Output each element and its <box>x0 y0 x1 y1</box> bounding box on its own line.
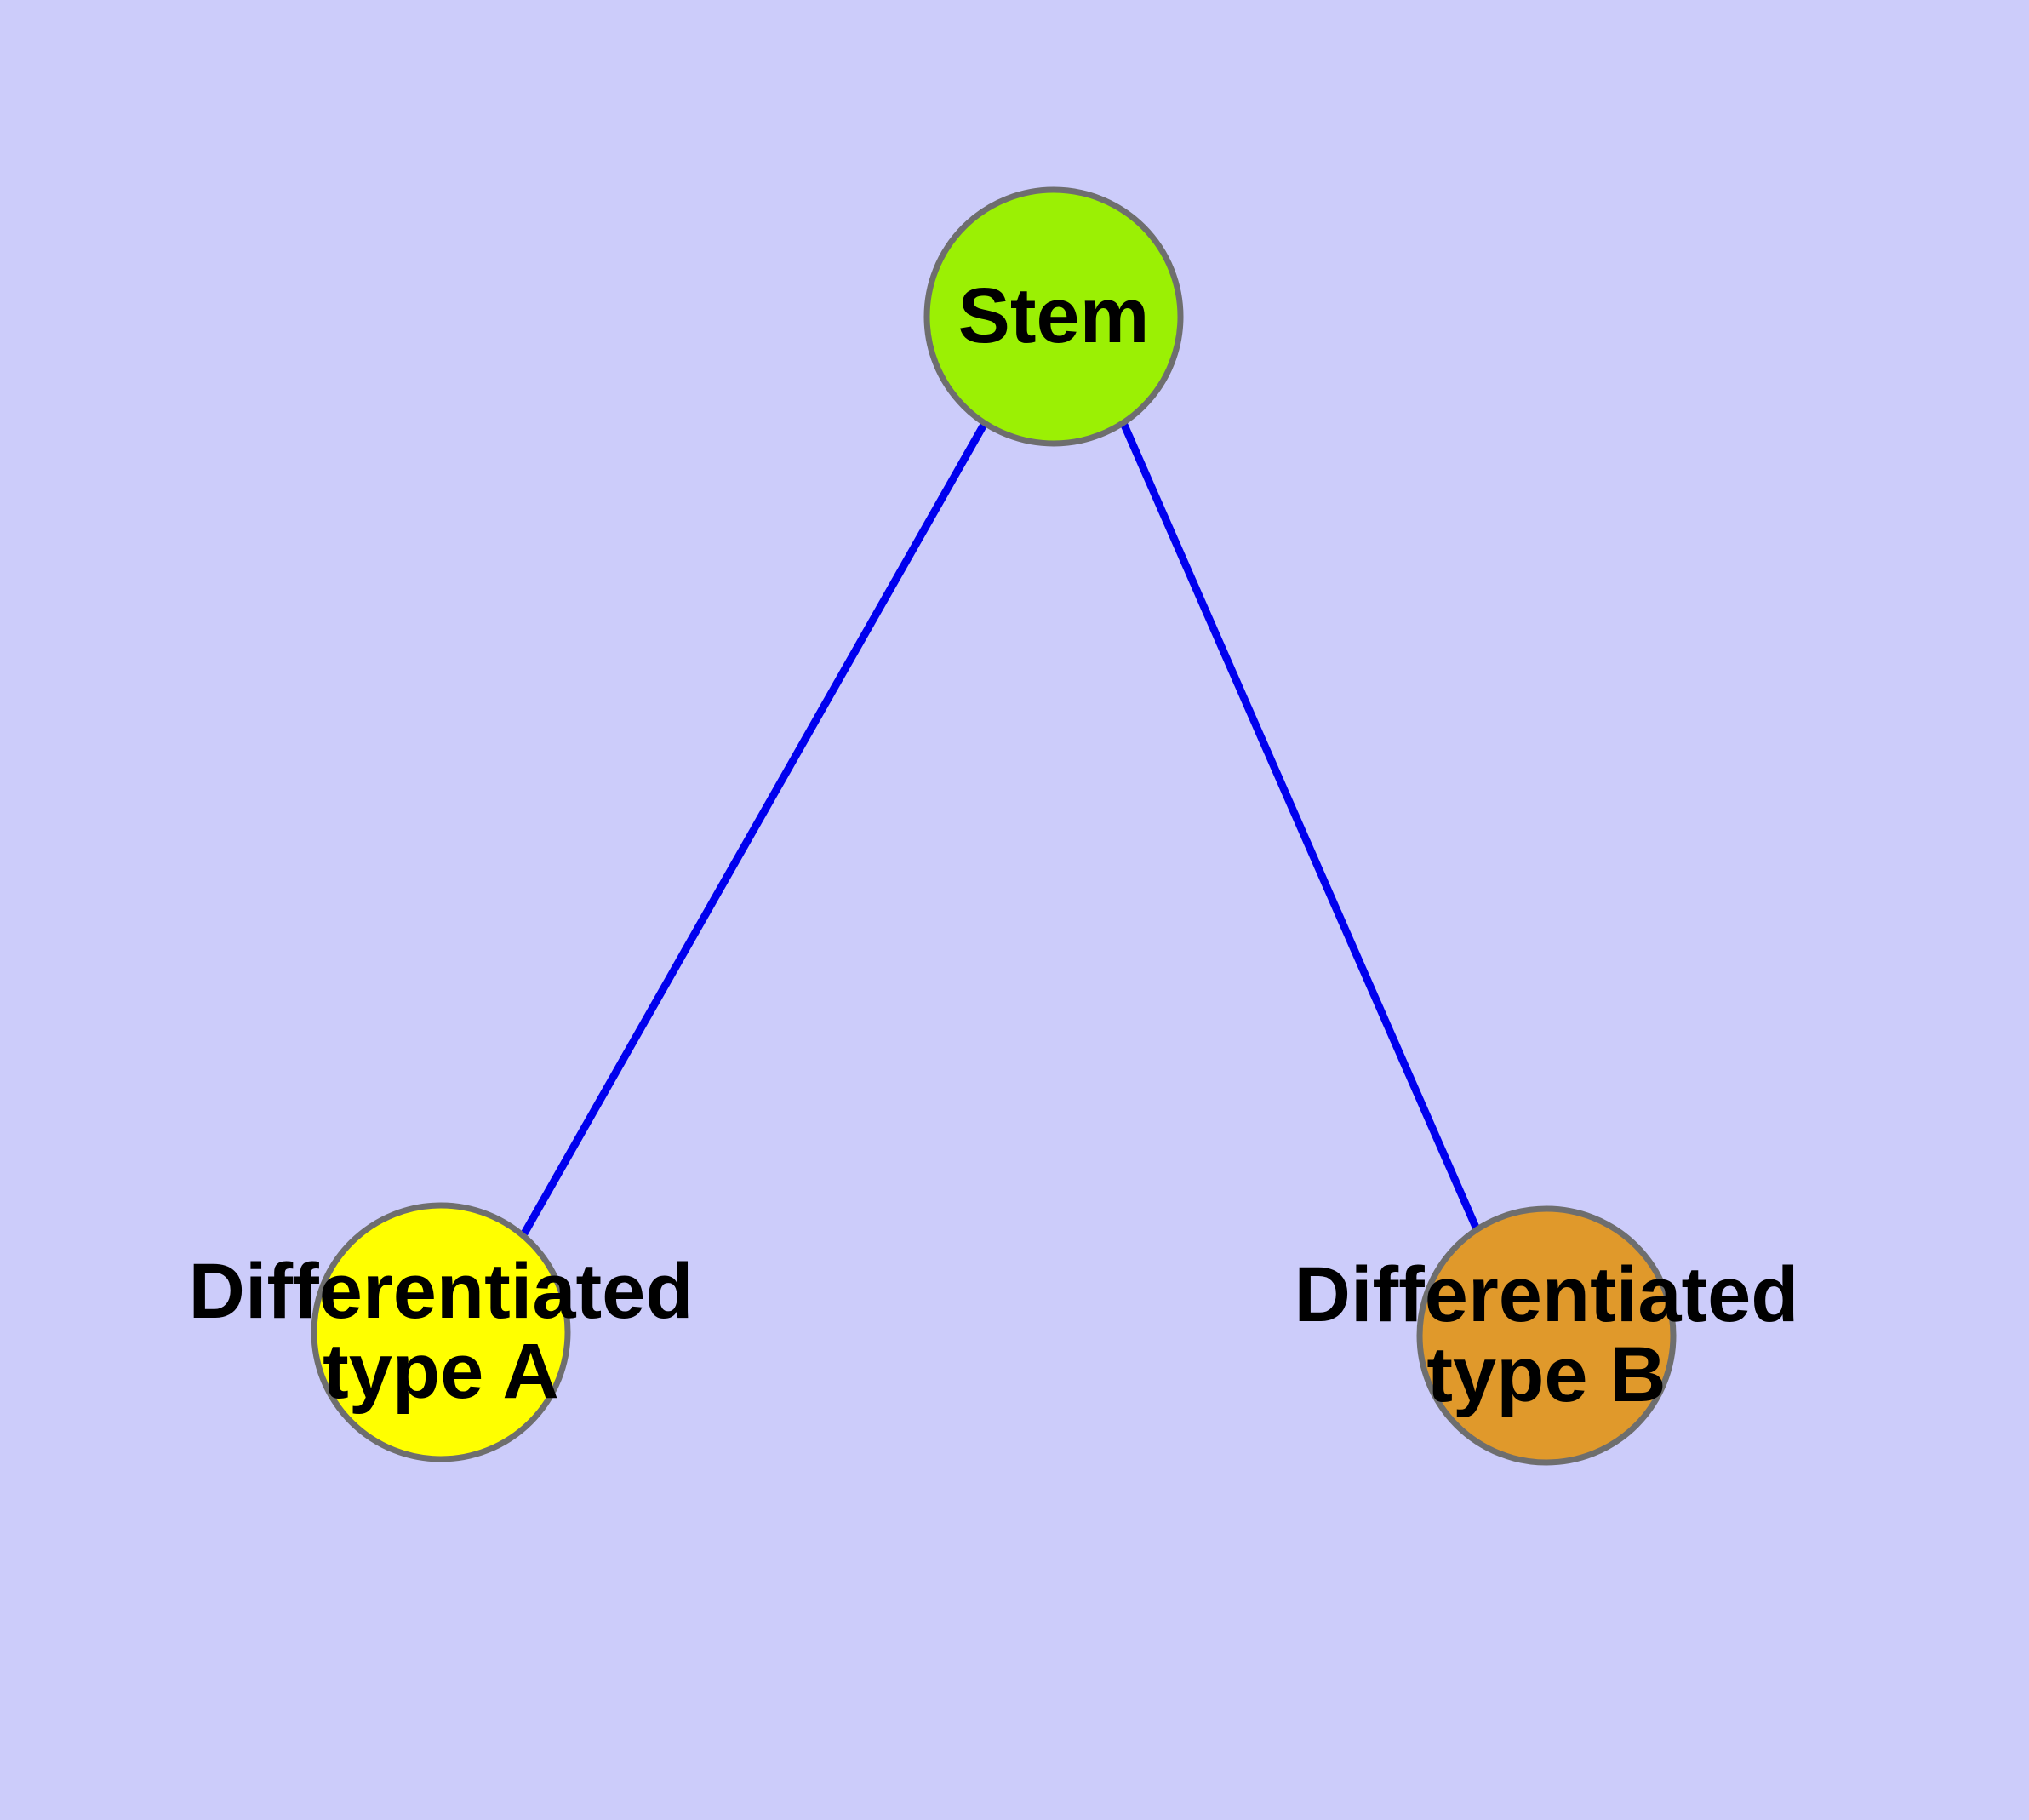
node-circle-diff_b[interactable] <box>1416 1205 1677 1466</box>
nodes-layer <box>311 186 1677 1466</box>
edge-stem-to-diff_a[interactable] <box>521 421 988 1236</box>
edge-stem-to-diff_b[interactable] <box>1119 421 1484 1239</box>
node-circle-diff_a[interactable] <box>311 1202 571 1462</box>
edges-layer <box>521 421 1484 1239</box>
node-circle-stem[interactable] <box>923 186 1184 447</box>
